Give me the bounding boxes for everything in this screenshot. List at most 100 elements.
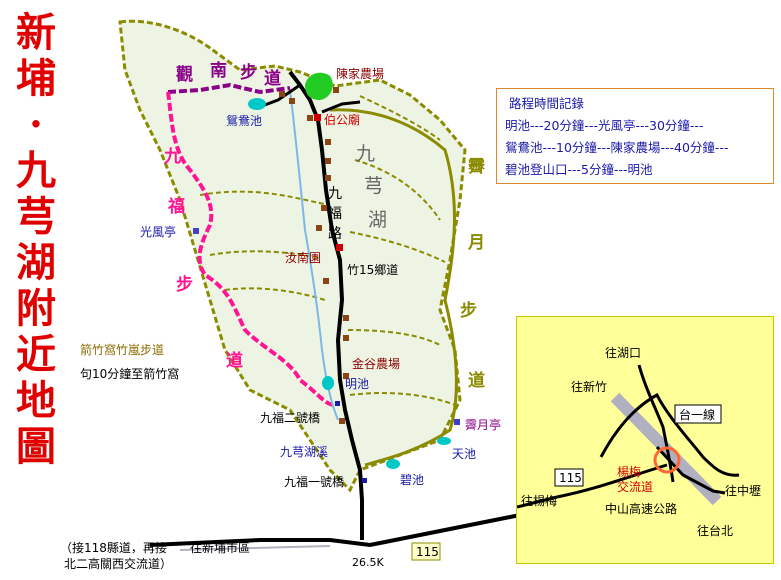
bi-pond-shape — [386, 459, 400, 469]
line-one-box — [674, 404, 722, 424]
xiuyue-char: 道 — [468, 370, 485, 391]
xiuyue-trail-path — [329, 108, 458, 467]
road-branch — [261, 83, 301, 108]
lake-char: 芎 — [364, 175, 383, 197]
title-char: 地 — [16, 377, 56, 424]
guannan-char: 步 — [240, 62, 257, 83]
jiufu-trail-path — [166, 91, 336, 407]
title-char: 新 — [16, 9, 56, 56]
jiufu-road-char: 九 — [328, 186, 342, 202]
jiufu-trail-char: 步 — [176, 274, 193, 295]
ridge-line — [359, 95, 441, 141]
route-record-line: 明池---20分鐘---光風亭---30分鐘--- — [505, 118, 704, 133]
inset-115-box — [554, 468, 584, 487]
to-taipei-label: 往台北 — [697, 523, 733, 538]
county-road-15-label: 竹15鄉道 — [347, 263, 398, 277]
runan-garden-marker — [336, 244, 343, 251]
bogong-temple-label: 伯公廟 — [324, 112, 360, 127]
title-char: 芎 — [16, 193, 56, 240]
guannan-char: 南 — [210, 60, 227, 81]
ridge-line — [347, 329, 441, 346]
hill-area — [118, 19, 467, 493]
title-char: 湖 — [16, 239, 56, 286]
title-char: 九 — [16, 147, 56, 194]
jiufu-bridge-1-label: 九福一號橋 — [284, 474, 344, 489]
road-to-hukou — [637, 364, 675, 483]
title-char: · — [29, 101, 43, 148]
note-line-1: （接118縣道，再接 — [60, 540, 167, 555]
jiufu-bridge-2-label: 九福二號橋 — [260, 410, 320, 425]
ridge-line — [354, 159, 441, 221]
jiufu-trail-char: 九 — [163, 147, 181, 167]
to-xinpu-label: 往新埔市區 — [190, 540, 250, 555]
chen-farm-area — [305, 72, 333, 100]
guannan-char: 道 — [264, 68, 281, 89]
lake-char: 湖 — [368, 209, 387, 231]
jiufu-road-char: 路 — [328, 226, 342, 242]
road-line-one — [599, 392, 740, 477]
route-record-line: 碧池登山口---5分鐘---明池 — [505, 162, 653, 177]
km-mark-label: 26.5K — [352, 556, 384, 569]
ming-pond-shape — [322, 376, 334, 390]
to-zhongli-label: 往中壢 — [725, 483, 761, 498]
jiufu-road-char: 福 — [328, 206, 342, 222]
ming-pond-label: 明池 — [345, 377, 369, 391]
jiangu-farm-label: 金谷農場 — [352, 356, 400, 371]
title-char: 附 — [16, 285, 56, 332]
title-char: 圖 — [16, 423, 56, 470]
station-markers — [279, 87, 349, 424]
to-xinzhu-label: 往新竹 — [571, 379, 607, 394]
jianzhu-time-label: 句10分鐘至箭竹窩 — [80, 366, 179, 381]
yuanyang-pond-label: 鴛鴦池 — [226, 113, 262, 128]
title-char: 埔 — [16, 55, 56, 102]
yuanyang-pond — [248, 98, 266, 110]
inset-locator-map: 115 台一線 往湖口 往新竹 楊梅 交流道 往中壢 往楊梅 中山高速公路 往台… — [516, 316, 774, 564]
bi-pond-label: 碧池 — [400, 473, 424, 487]
line-one-label: 台一線 — [679, 407, 715, 422]
route-time-record: 路程時間記錄 明池---20分鐘---光風亭---30分鐘--- 鴛鴦池---1… — [496, 88, 774, 184]
chen-farm-label: 陳家農場 — [336, 66, 384, 81]
jiyue-marker — [454, 419, 460, 425]
tian-pond-shape — [437, 437, 451, 445]
xiuyue-char: 霽 — [468, 157, 485, 177]
route-115-box — [411, 542, 441, 561]
jiyue-pavilion-label: 霽月亭 — [465, 417, 501, 432]
ridge-line — [199, 190, 331, 206]
guangfeng-pavilion-label: 光風亭 — [140, 224, 176, 239]
route-record-line: 鴛鴦池---10分鐘---陳家農場---40分鐘--- — [505, 140, 729, 155]
guannan-trail-path — [167, 82, 291, 95]
road-branch — [321, 100, 361, 114]
jiufu-bridge-1-marker — [362, 478, 367, 483]
tian-pond-label: 天池 — [452, 447, 476, 461]
inset-svg: 115 台一線 往湖口 往新竹 楊梅 交流道 往中壢 往楊梅 中山高速公路 往台… — [517, 345, 761, 538]
road-to-zhongli — [655, 445, 726, 495]
xiuyue-char: 月 — [467, 233, 485, 253]
yangmei-interchange-label-1: 楊梅 — [617, 464, 641, 479]
lake-char: 九 — [356, 143, 375, 165]
main-highway — [149, 513, 521, 548]
yangmei-interchange-label-2: 交流道 — [617, 479, 653, 494]
jiufu-road — [288, 70, 364, 540]
freeway-label: 中山高速公路 — [605, 501, 677, 516]
route-record-title: 路程時間記錄 — [509, 96, 585, 111]
inset-115-label: 115 — [559, 471, 582, 485]
bogong-temple-marker — [314, 114, 321, 121]
ridge-line — [349, 392, 456, 406]
to-yangmei-label: 往楊梅 — [521, 493, 557, 508]
jiufu-trail-char: 福 — [167, 196, 185, 217]
yangmei-interchange-marker — [653, 446, 681, 474]
guannan-char: 觀 — [176, 64, 193, 85]
note-line-2: 北二高關西交流道） — [64, 556, 172, 571]
jiufu-trail-char: 道 — [226, 350, 243, 371]
ridge-line — [349, 231, 446, 263]
jiuqiong-creek-label: 九芎湖溪 — [280, 444, 328, 459]
to-hukou-label: 往湖口 — [605, 345, 641, 360]
jianzhu-trail-label: 箭竹窩竹嵐步道 — [80, 342, 164, 357]
route-115-bottom-label: 115 — [416, 545, 439, 559]
title-char: 近 — [16, 331, 56, 378]
map-title: 新 埔 · 九 芎 湖 附 近 地 圖 — [8, 10, 64, 470]
highway-gray — [179, 545, 331, 551]
runan-garden-label: 汝南園 — [285, 250, 321, 265]
guangfeng-marker — [193, 228, 199, 234]
